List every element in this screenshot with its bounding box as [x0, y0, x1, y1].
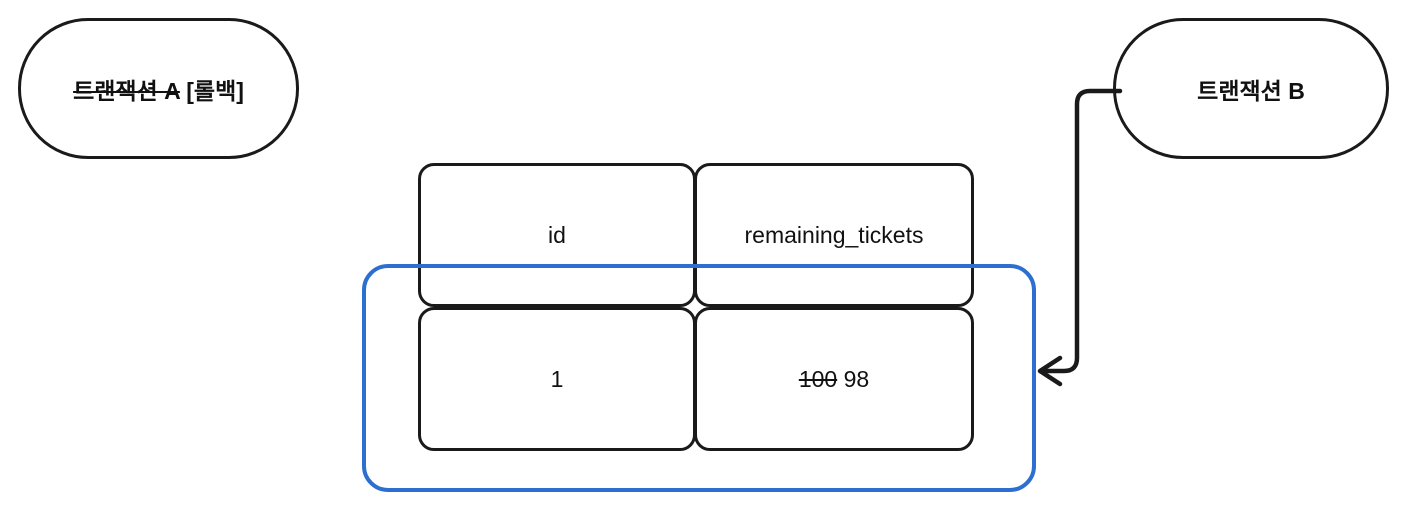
transaction-a-struck-text: 트랜잭션 A [73, 77, 180, 104]
table-header-label-id: id [548, 221, 566, 248]
transaction-b-text: 트랜잭션 B [1197, 77, 1305, 104]
table-cell-id-value: 1 [550, 365, 564, 392]
remaining-tickets-old-value: 100 [798, 365, 838, 392]
transaction-a-label: 트랜잭션 A [롤백] [73, 72, 244, 106]
transaction-a-suffix-text: [롤백] [179, 77, 244, 104]
table-cell-remaining-tickets: 100 98 [694, 307, 974, 451]
transaction-b-label: 트랜잭션 B [1197, 72, 1305, 106]
transaction-a-node[interactable]: 트랜잭션 A [롤백] [18, 18, 299, 159]
table-header-cell-id: id [418, 163, 696, 307]
transaction-b-node[interactable]: 트랜잭션 B [1113, 18, 1389, 159]
arrow-left-icon [1037, 88, 1123, 387]
table-row: 1 [418, 307, 696, 451]
table-header-cell-remaining-tickets: remaining_tickets [694, 163, 974, 307]
table-cell-remaining-tickets-value: 100 98 [799, 366, 869, 393]
table-header-label-remaining-tickets: remaining_tickets [744, 221, 924, 248]
remaining-tickets-new-value: 98 [837, 365, 870, 392]
